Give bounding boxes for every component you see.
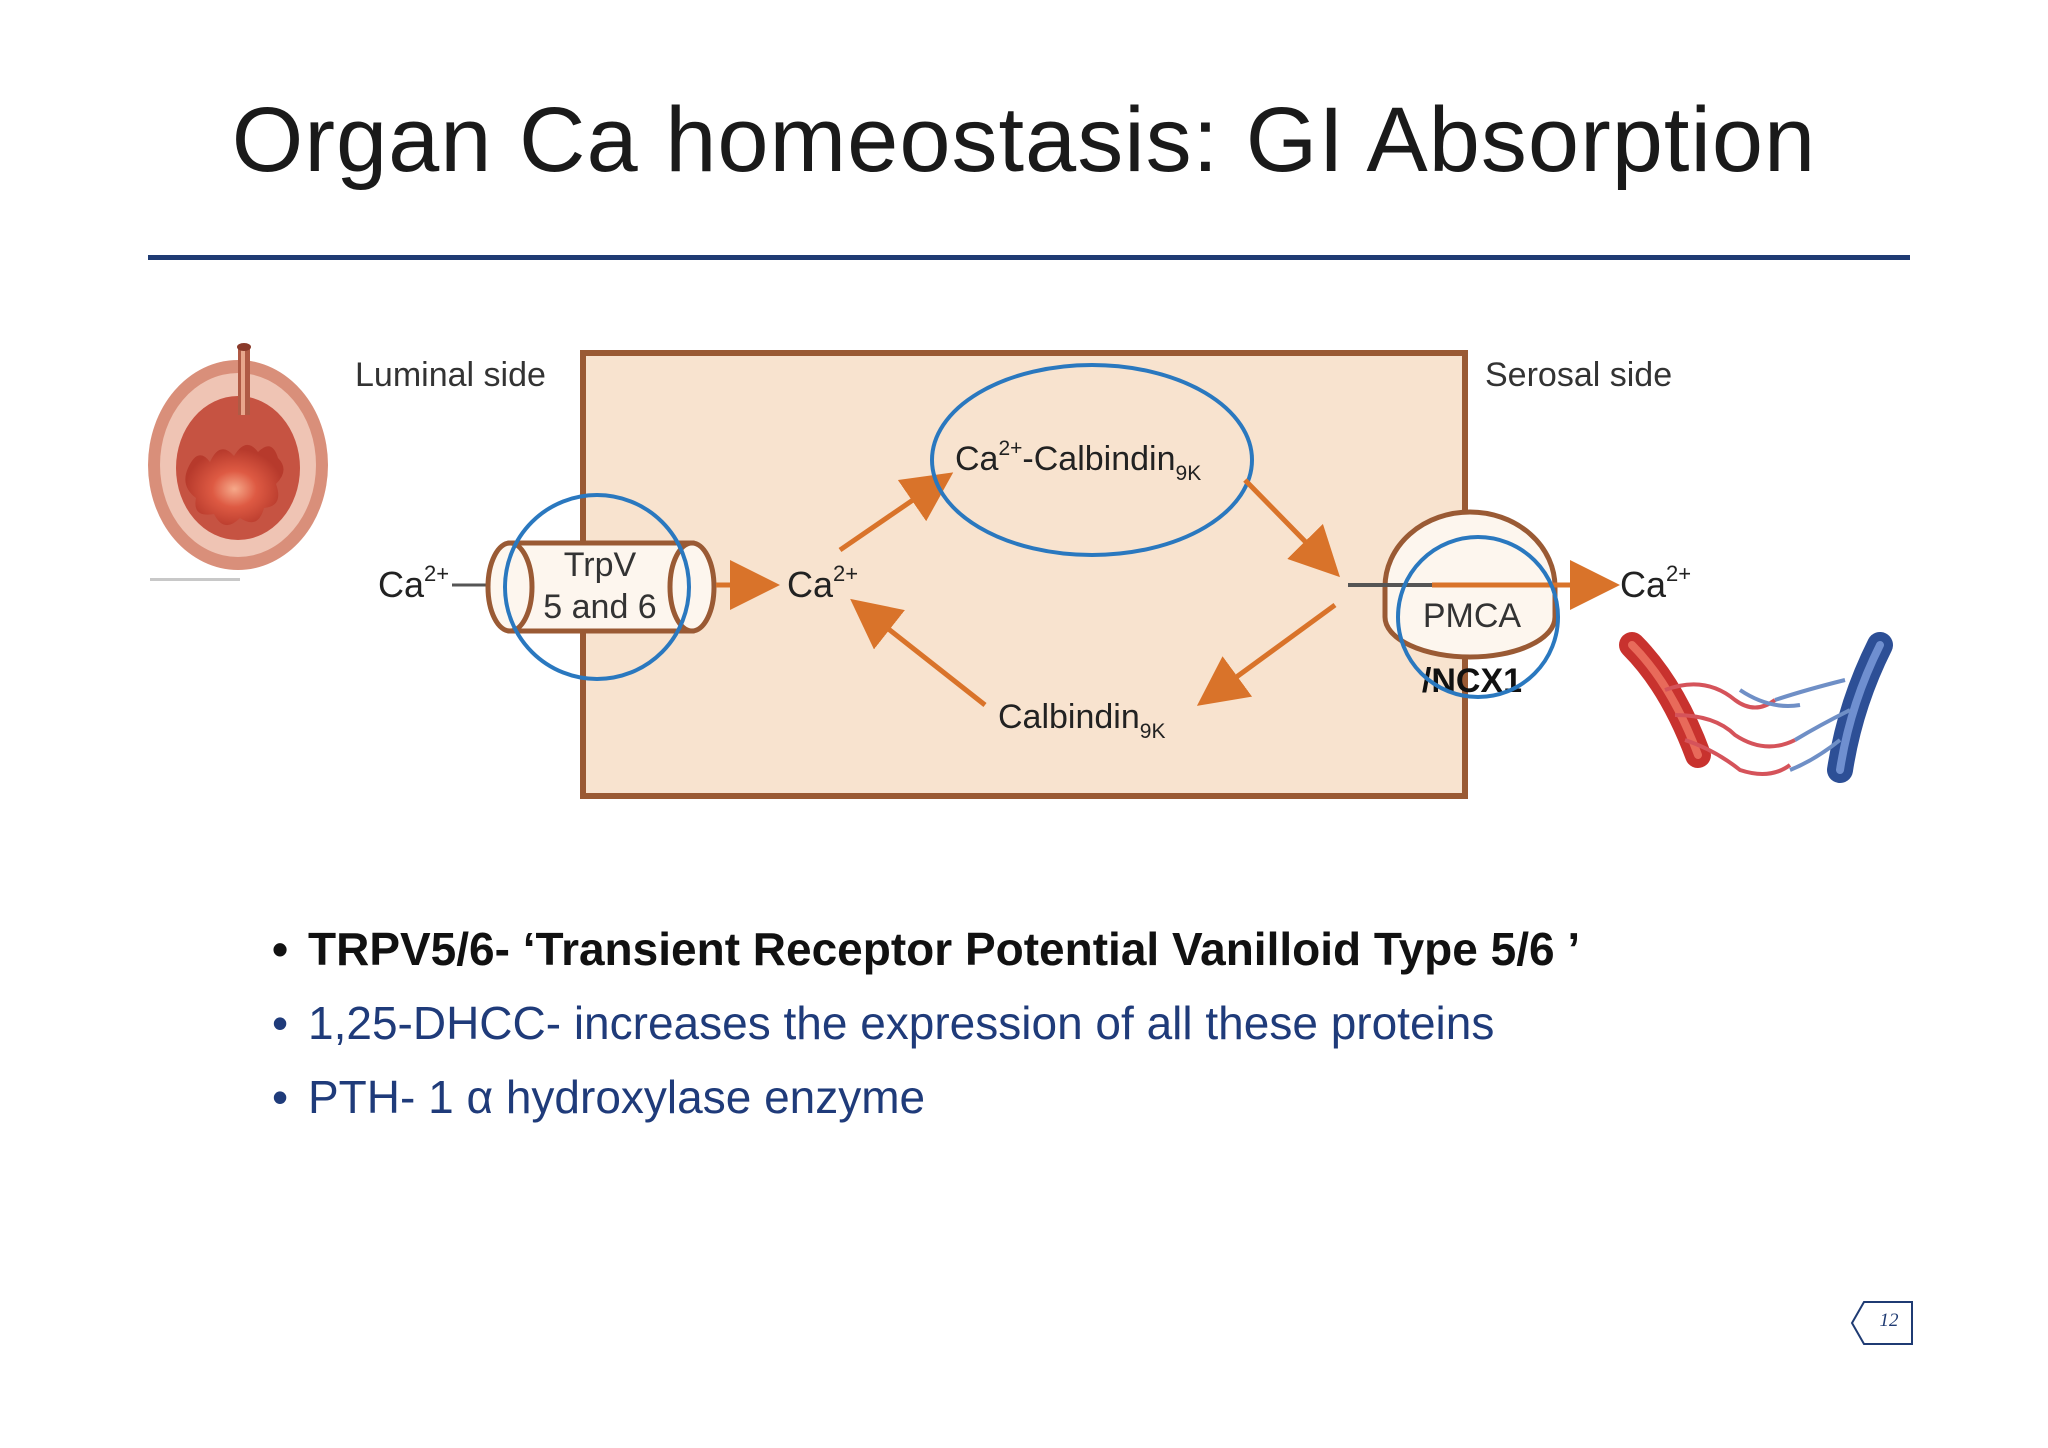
serosal-side-label: Serosal side bbox=[1485, 356, 1672, 394]
pmca-label: PMCA bbox=[1423, 597, 1522, 635]
intestine-icon bbox=[148, 343, 328, 581]
pmca-highlight-circle bbox=[1396, 535, 1560, 699]
calcium-absorption-diagram: Luminal side Serosal side Ca2+ TrpV 5 an… bbox=[148, 343, 1893, 799]
arrow-ca-to-calbindin-complex bbox=[838, 472, 954, 553]
trpv-label-line1: TrpV bbox=[564, 546, 637, 584]
ca-luminal-label: Ca2+ bbox=[378, 561, 449, 605]
calbindin-highlight-ellipse bbox=[930, 363, 1254, 557]
ca-intracellular-label: Ca2+ bbox=[787, 561, 858, 605]
arrow-calbindin-to-pmca bbox=[1243, 478, 1340, 578]
arrow-pmca-to-calbindin bbox=[1196, 602, 1337, 706]
trpv-channel bbox=[485, 540, 717, 634]
page-number-badge bbox=[1850, 1301, 1913, 1345]
bullet-trpv-definition: •TRPV5/6- ‘Transient Receptor Potential … bbox=[272, 923, 1581, 975]
arrow-calbindin-to-ca bbox=[850, 598, 987, 707]
ca-serosal-label: Ca2+ bbox=[1620, 561, 1691, 605]
bullet-dhcc: •1,25-DHCC- increases the expression of … bbox=[272, 997, 1495, 1049]
ca-calbindin-complex-label: Ca2+-Calbindin9K bbox=[955, 437, 1201, 485]
ncx1-label: /NCX1 bbox=[1422, 662, 1522, 700]
title-underline bbox=[148, 255, 1910, 260]
luminal-side-label: Luminal side bbox=[355, 356, 546, 394]
calbindin-free-label: Calbindin9K bbox=[998, 698, 1165, 743]
trpv-highlight-circle bbox=[503, 493, 691, 681]
page-number: 12 bbox=[1879, 1310, 1899, 1331]
trpv-label-line2: 5 and 6 bbox=[543, 588, 656, 626]
bullet-list: •TRPV5/6- ‘Transient Receptor Potential … bbox=[272, 912, 1972, 1134]
capillary-bed-icon bbox=[1619, 632, 1893, 783]
bullet-pth: •PTH- 1 α hydroxylase enzyme bbox=[272, 1071, 926, 1123]
slide-title: Organ Ca homeostasis: GI Absorption bbox=[231, 89, 1817, 191]
